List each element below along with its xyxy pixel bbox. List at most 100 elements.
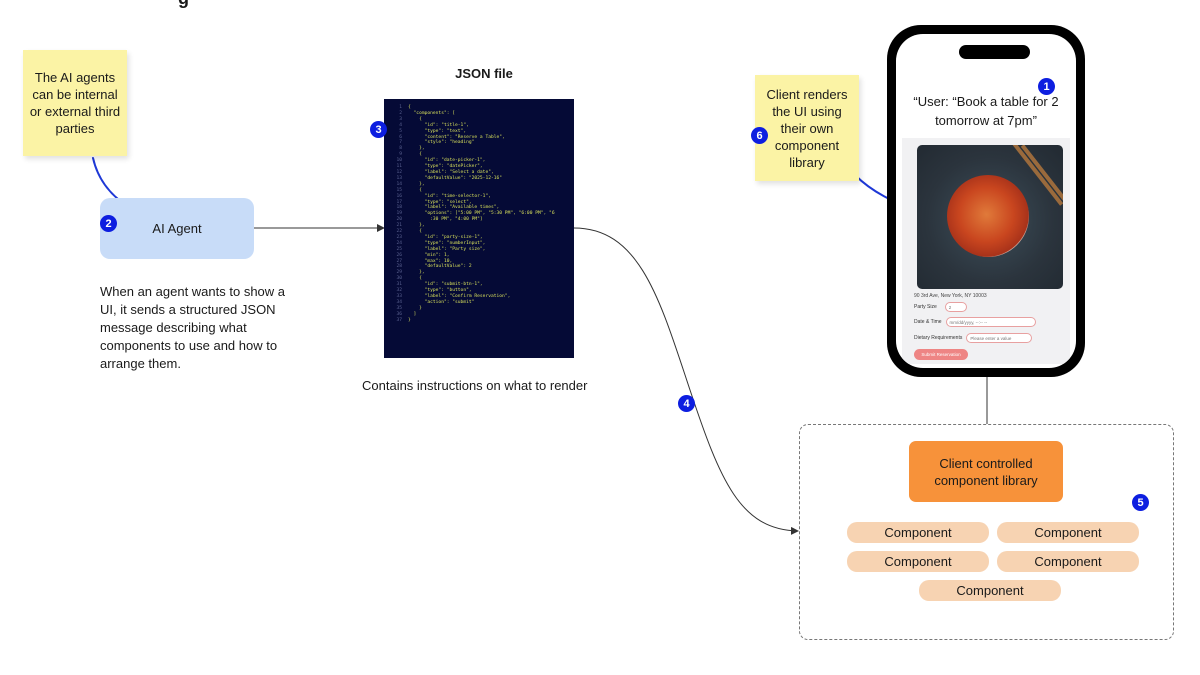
code-line-number: 10 [396,158,402,164]
code-line: 37} [388,318,570,324]
json-to-library-arrow [573,227,799,535]
code-line-text: "label": "Confirm Reservation", [408,294,511,299]
code-line: 14 }, [388,182,570,188]
code-line-text: "type": "datePicker", [408,164,483,170]
code-line-number: 25 [396,246,402,252]
code-line-number: 35 [396,305,402,311]
code-line-number: 34 [396,299,402,305]
code-line-text: { [408,229,422,235]
code-line-number: 37 [396,317,402,323]
user-prompt: “User: “Book a table for 2 tomorrow at 7… [913,94,1059,128]
code-line: 21 }, [388,223,570,229]
code-line-text: "type": "text", [408,128,467,134]
component-library-label: Client controlled component library [934,455,1038,488]
dietary-row: Dietary Requirements Please enter a valu… [914,333,1033,343]
code-line-number: 28 [396,264,402,270]
code-line-text: "action": "submit" [408,299,475,305]
code-line-text: } [408,305,422,311]
code-line-number: 23 [396,234,402,240]
code-line-text: { [408,276,422,282]
date-time-row: Date & Time mm/dd/yyyy, --:-- -- [914,317,1036,327]
restaurant-address: 90 3rd Ave, New York, NY 10003 [914,293,987,299]
code-line-text: "options": ["5:00 PM", "5:30 PM", "6:00 … [408,211,555,217]
date-time-label: Date & Time [914,319,942,325]
food-bowl-image [947,175,1029,257]
code-line-text: { [408,116,422,122]
code-line-text: { [408,187,422,193]
dietary-label: Dietary Requirements [914,335,963,341]
code-line-number: 11 [396,164,402,170]
code-line: 5 "type": "text", [388,129,570,135]
code-line-text: :30 PM", "4:00 PM"] [408,217,483,223]
top-heading-fragment: g [178,0,189,9]
component-pill: Component [997,522,1139,543]
step-badge-2: 2 [100,215,117,232]
component-pill: Component [847,522,989,543]
code-line-text: "type": "select", [408,199,472,205]
ai-agent-label: AI Agent [152,221,202,236]
code-line-number: 2 [399,110,402,116]
party-size-input[interactable]: 2 [944,302,967,312]
code-line: 3 { [388,117,570,123]
code-line-text: "defaultValue": "2025-12-16" [408,175,503,181]
code-line-number: 29 [396,270,402,276]
code-line-number: 16 [396,193,402,199]
code-line: 12 "label": "Select a date", [388,170,570,176]
component-library-frame [799,424,1174,640]
step-badge-4: 4 [678,395,695,412]
code-line-text: }, [408,270,425,276]
code-line-number: 27 [396,258,402,264]
component-pill: Component [997,551,1139,572]
code-line: 24 "type": "numberInput", [388,241,570,247]
code-line-text: "label": "Party size", [408,246,486,252]
code-line: 28 "defaultValue": 2 [388,264,570,270]
code-line-text: "id": "title-1", [408,122,469,128]
code-line-number: 18 [396,205,402,211]
code-line: 34 "action": "submit" [388,300,570,306]
code-line-number: 4 [399,122,402,128]
code-line-number: 30 [396,276,402,282]
code-line: 32 "type": "button", [388,288,570,294]
code-line: 18 "label": "Available times", [388,205,570,211]
phone-mockup: “User: “Book a table for 2 tomorrow at 7… [887,25,1085,377]
code-line: 9 { [388,152,570,158]
phone-notch [959,45,1030,59]
code-line-text: "type": "numberInput", [408,240,486,246]
code-line: 27 "max": 10, [388,259,570,265]
code-line-text: ] [408,311,417,317]
code-line-number: 13 [396,175,402,181]
code-line-text: }, [408,146,425,152]
code-line-text: "defaultValue": 2 [408,264,472,270]
code-line-number: 15 [396,187,402,193]
code-line-number: 22 [396,229,402,235]
code-line-number: 17 [396,199,402,205]
code-line-number: 1 [399,105,402,110]
code-line-text: "type": "button", [408,288,472,294]
dietary-input[interactable]: Please enter a value [966,333,1033,343]
code-line: 4 "id": "title-1", [388,123,570,129]
code-line-number: 26 [396,252,402,258]
date-time-input[interactable]: mm/dd/yyyy, --:-- -- [945,317,1036,327]
component-pill: Component [847,551,989,572]
party-size-row: Party Size 2 [914,302,967,312]
sticky-note-client: Client renders the UI using their own co… [755,75,859,181]
sticky-note-agents: The AI agents can be internal or externa… [23,50,127,156]
agent-caption: When an agent wants to show a UI, it sen… [100,284,286,371]
code-line-number: 6 [399,134,402,140]
code-line: 23 "id": "party-size-1", [388,235,570,241]
code-line: 15 { [388,188,570,194]
code-line-number: 33 [396,294,402,299]
json-caption: Contains instructions on what to render [362,378,588,393]
code-line: 33 "label": "Confirm Reservation", [388,294,570,300]
code-line-number: 9 [399,152,402,158]
code-line: 13 "defaultValue": "2025-12-16" [388,176,570,182]
code-line-text: "id": "party-size-1", [408,234,483,240]
code-line-text: "components": [ [408,110,456,116]
code-line: 11 "type": "datePicker", [388,164,570,170]
submit-reservation-button[interactable]: Submit Reservation [914,349,968,360]
code-line-text: "label": "Select a date", [408,169,494,175]
code-line-number: 31 [396,282,402,288]
code-line-number: 5 [399,128,402,134]
json-title: JSON file [455,66,513,81]
code-line: 31 "id": "submit-btn-1", [388,282,570,288]
